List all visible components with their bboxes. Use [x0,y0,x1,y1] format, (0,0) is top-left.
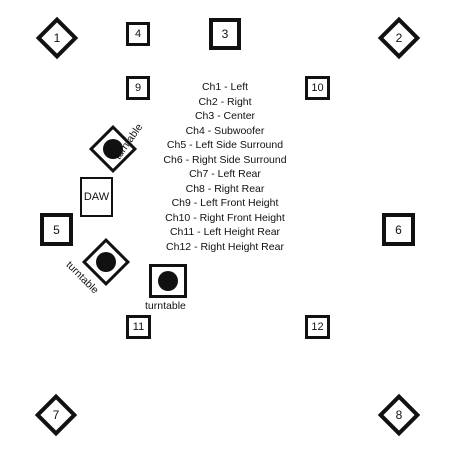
legend-item: Ch10 - Right Front Height [165,211,285,224]
speaker-2-label: 2 [395,31,403,45]
legend-item: Ch4 - Subwoofer [185,124,265,137]
channel-legend: Ch1 - Left Ch2 - Right Ch3 - Center Ch4 … [150,80,300,254]
speaker-9-box: 9 [126,76,150,100]
legend-item: Ch1 - Left [201,81,249,93]
legend-item: Ch12 - Right Height Rear [166,240,284,253]
legend-item: Ch2 - Right [198,95,252,108]
speaker-7-label: 7 [52,408,60,422]
legend-item: Ch6 - Right Side Surround [163,153,287,166]
daw-box: DAW [80,177,113,217]
speaker-5-box: 5 [40,213,73,246]
legend-item: Ch9 - Left Front Height [171,197,279,209]
legend-item: Ch5 - Left Side Surround [166,139,284,151]
speaker-12-box: 12 [305,315,330,339]
speaker-10-box: 10 [305,76,330,100]
legend-item: Ch8 - Right Rear [185,182,265,195]
speaker-11-box: 11 [126,315,151,339]
speaker-8-label: 8 [395,408,403,422]
turntable-2-platter [96,252,116,272]
turntable-3-label: turntable [145,300,186,312]
speaker-6-box: 6 [382,213,415,246]
speaker-3-box: 3 [209,18,241,50]
turntable-3-platter [158,271,178,291]
legend-item: Ch7 - Left Rear [189,168,261,180]
speaker-4-box: 4 [126,22,150,46]
speaker-1-label: 1 [53,31,61,45]
legend-item: Ch3 - Center [194,110,256,122]
turntable-3 [149,264,187,298]
legend-item: Ch11 - Left Height Rear [169,226,281,238]
